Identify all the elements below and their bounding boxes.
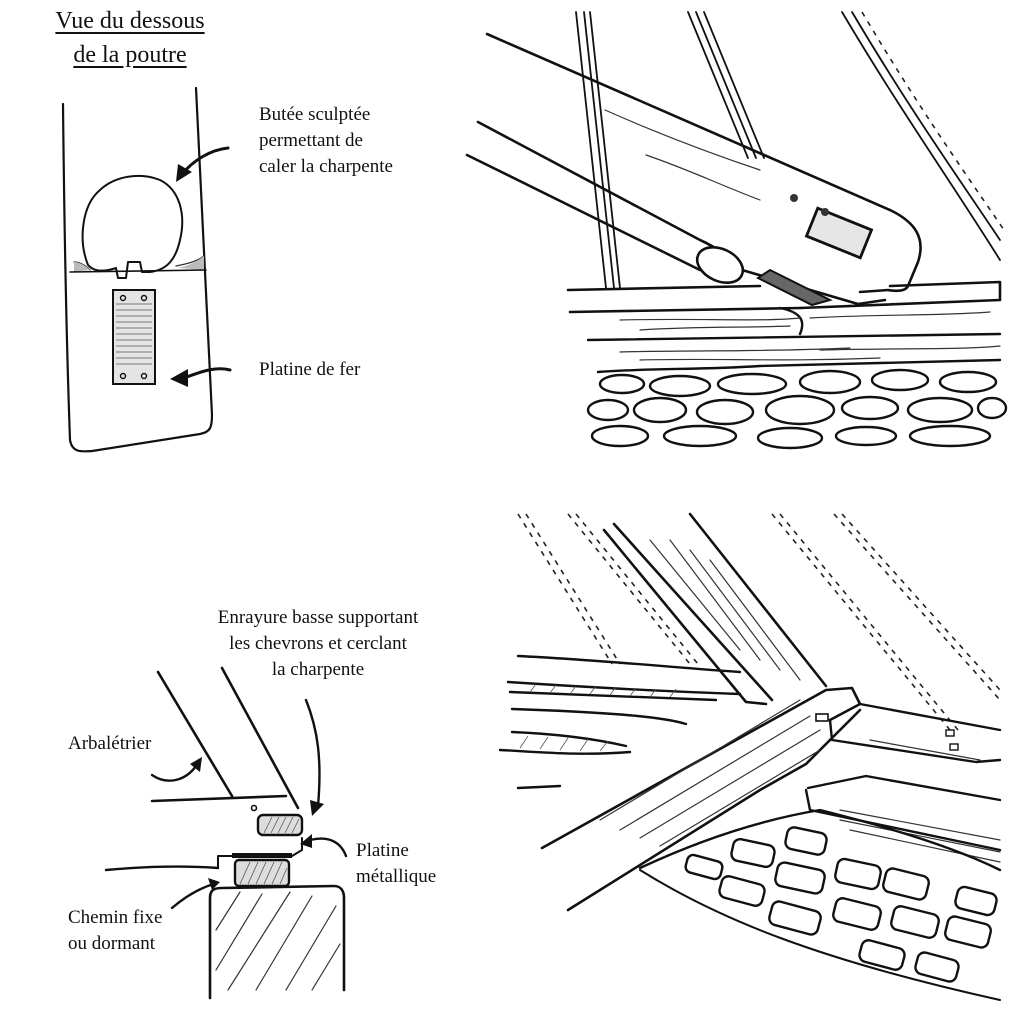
stone-wall — [586, 358, 1008, 450]
enrayure-label: Enrayure basse supportant les chevrons e… — [193, 605, 443, 683]
platine-de-fer-label: Platine de fer — [259, 359, 361, 380]
butee-label-line-1: Butée sculptée — [259, 104, 371, 125]
arrow-to-butee-icon — [176, 146, 230, 182]
iron-plate — [112, 289, 156, 385]
chemin-block — [233, 858, 291, 888]
butee-label: Butée sculptée permettant de caler la ch… — [259, 102, 393, 180]
arrow-to-platine-icon — [300, 834, 348, 858]
butee-label-line-2: permettant de — [259, 130, 363, 151]
arrow-to-enrayure-icon — [304, 698, 324, 816]
main-beam — [465, 32, 922, 307]
enrayure-label-line-1: Enrayure basse supportant — [217, 607, 419, 628]
platine-metallique-label: Platine métallique — [356, 838, 436, 890]
diagram-title: Vue du dessous de la poutre — [0, 4, 260, 72]
butee-shape — [81, 174, 184, 279]
ring-beam — [540, 686, 1002, 912]
metal-plate — [217, 837, 303, 869]
arrow-to-arbaletrier-icon — [150, 757, 202, 782]
dormant-wall — [208, 884, 346, 1000]
platine-metallique-line-2: métallique — [356, 866, 437, 887]
plate-hatching — [116, 303, 152, 365]
title-line-2: de la poutre — [73, 42, 187, 68]
platine-metallique-line-1: Platine — [356, 840, 409, 861]
chemin-fixe-label: Chemin fixe ou dormant — [68, 905, 162, 957]
chemin-fixe-line-2: ou dormant — [68, 933, 156, 954]
sill-beams — [566, 280, 1002, 361]
arrow-to-chemin-icon — [104, 865, 220, 910]
title-line-1: Vue du dessous — [55, 8, 205, 34]
arbaletrier-label: Arbalétrier — [68, 733, 152, 754]
stone-wall — [638, 808, 1002, 1001]
background-rafters-dashed — [517, 513, 1001, 731]
enrayure-label-line-3: la charpente — [271, 659, 365, 680]
chemin-fixe-line-1: Chemin fixe — [68, 907, 163, 928]
left-sill-beams — [498, 654, 742, 790]
arbaletrier-rafter — [150, 666, 300, 812]
enrayure-label-line-2: les chevrons et cerclant — [229, 633, 407, 654]
beam-outline — [61, 86, 214, 453]
butee-label-line-3: caler la charpente — [259, 156, 393, 177]
enrayure-block — [256, 813, 304, 837]
arrow-to-platine-icon — [170, 367, 232, 387]
background-rafters — [575, 11, 1005, 289]
rafter — [602, 512, 828, 706]
